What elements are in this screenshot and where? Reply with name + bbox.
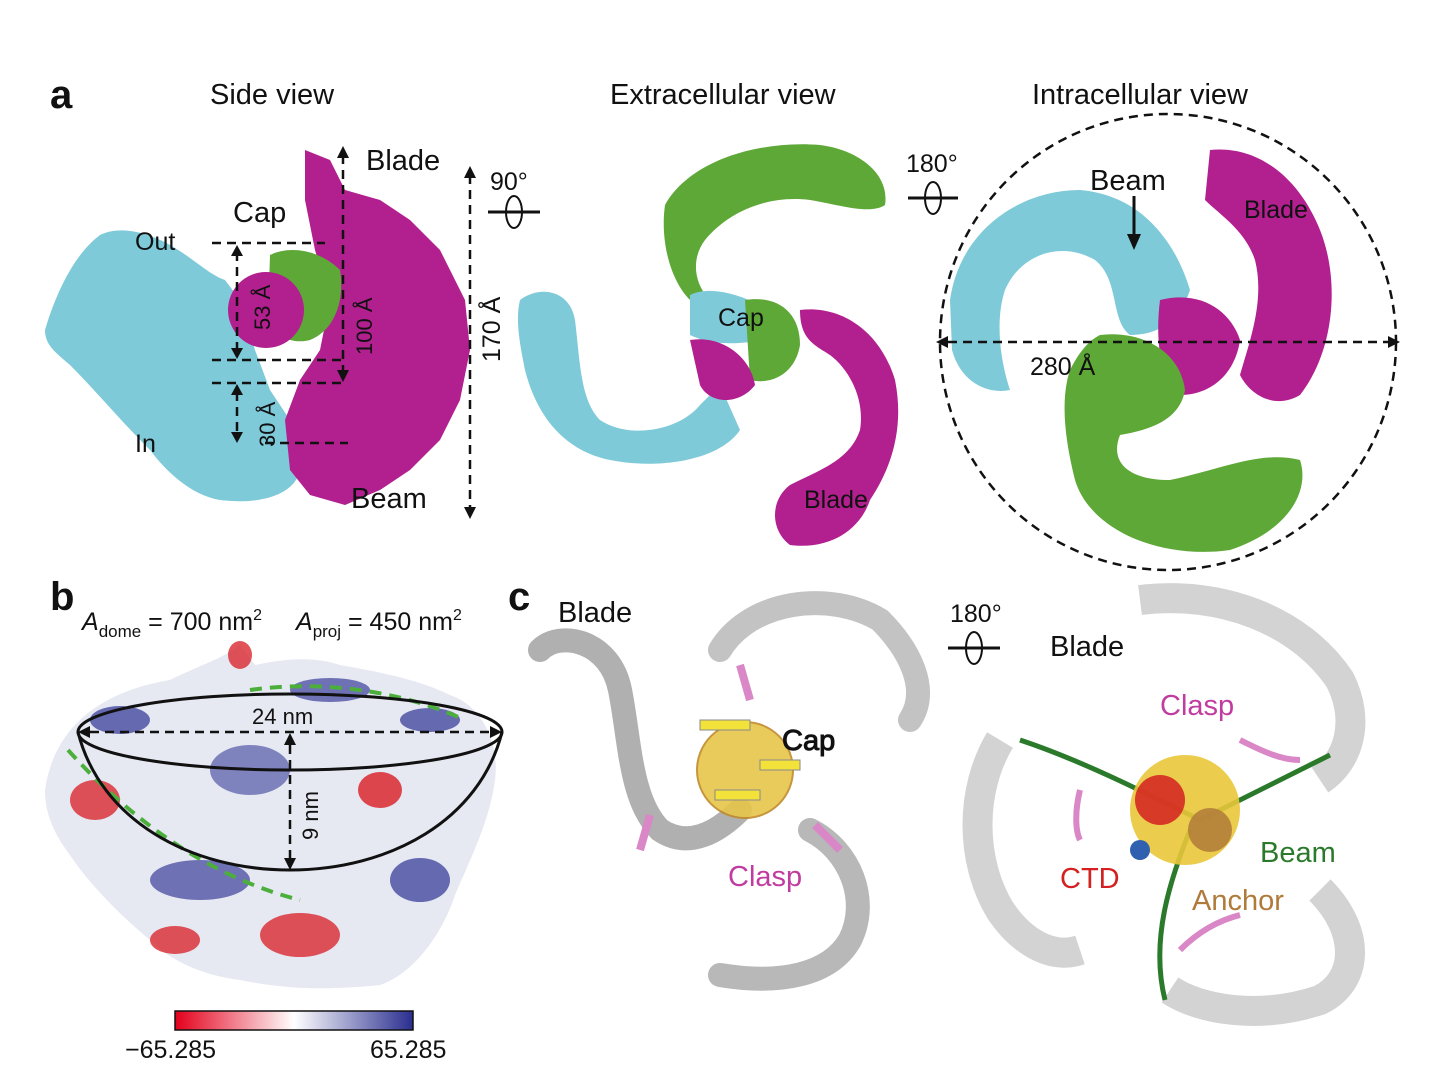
rotation-180-label-a: 180° (906, 150, 958, 178)
rotation-90-label: 90° (490, 168, 528, 196)
rotation-180-icon-a (908, 181, 958, 215)
dim-30: 30 Å (255, 401, 280, 447)
side-view-dimensions (212, 146, 476, 519)
label-ctd: CTD (1060, 863, 1120, 895)
label-clasp-c-left: Clasp (728, 861, 802, 893)
a-proj-symbol: A (294, 608, 313, 636)
a-dome-subscript: dome (99, 622, 142, 641)
a-proj-sup: 2 (453, 607, 462, 624)
panel-letter-a: a (50, 73, 73, 117)
a-proj-value: = 450 nm (341, 608, 453, 636)
label-beam-intracellular: Beam (1090, 165, 1166, 197)
dim-170: 170 Å (476, 296, 506, 362)
panel-c: c Blade Cap Clasp 180° (508, 575, 1366, 1026)
panel-b: b Adome = 700 nm2 Aproj = 450 nm2 (45, 575, 504, 1064)
dim-53: 53 Å (250, 284, 275, 330)
dim-9nm: 9 nm (298, 791, 323, 840)
a-dome-sup: 2 (253, 607, 262, 624)
rotation-180-icon-c (948, 631, 1000, 665)
extracellular-view-density (517, 144, 899, 546)
label-blade-extracellular: Blade (804, 486, 868, 514)
label-cap-side: Cap (233, 197, 286, 229)
label-blade-intracellular: Blade (1244, 196, 1308, 224)
rotation-180-label-c: 180° (950, 600, 1002, 628)
label-blade-c-right: Blade (1050, 631, 1124, 663)
dim-280: 280 Å (1030, 351, 1096, 381)
label-clasp-c-right: Clasp (1160, 690, 1234, 722)
label-blade-side: Blade (366, 145, 440, 177)
panel-letter-c: c (508, 575, 530, 619)
panel-a: a Side view Extracellular view Intracell… (45, 73, 1400, 572)
title-extracellular-view: Extracellular view (610, 79, 837, 111)
scale-max-label: 65.285 (370, 1036, 446, 1064)
label-anchor: Anchor (1192, 885, 1284, 917)
label-out: Out (135, 228, 175, 256)
title-side-view: Side view (210, 79, 335, 111)
label-beam-side: Beam (351, 483, 427, 515)
cartoon-ribbon-model (962, 583, 1366, 1026)
panel-letter-b: b (50, 575, 74, 619)
dome-outline (76, 692, 504, 872)
electrostatic-color-scale (174, 1010, 414, 1031)
intracellular-view-density (936, 112, 1400, 572)
label-blade-c-left: Blade (558, 597, 632, 629)
a-dome-value: = 700 nm (141, 608, 253, 636)
dim-100: 100 Å (352, 297, 377, 355)
label-cap-c: Cap (782, 725, 835, 757)
label-cap-extracellular: Cap (718, 304, 764, 332)
dim-24nm: 24 nm (252, 704, 313, 729)
label-beam-c: Beam (1260, 837, 1336, 869)
title-intracellular-view: Intracellular view (1032, 79, 1249, 111)
a-dome-symbol: A (80, 608, 99, 636)
a-dome-equation: Adome = 700 nm2 (80, 607, 262, 641)
a-proj-subscript: proj (313, 622, 341, 641)
label-in: In (135, 430, 156, 458)
a-proj-equation: Aproj = 450 nm2 (294, 607, 462, 641)
rotation-90-icon (488, 195, 540, 229)
scale-min-label: −65.285 (125, 1036, 216, 1064)
cartoon-cylinder-model (528, 591, 930, 991)
